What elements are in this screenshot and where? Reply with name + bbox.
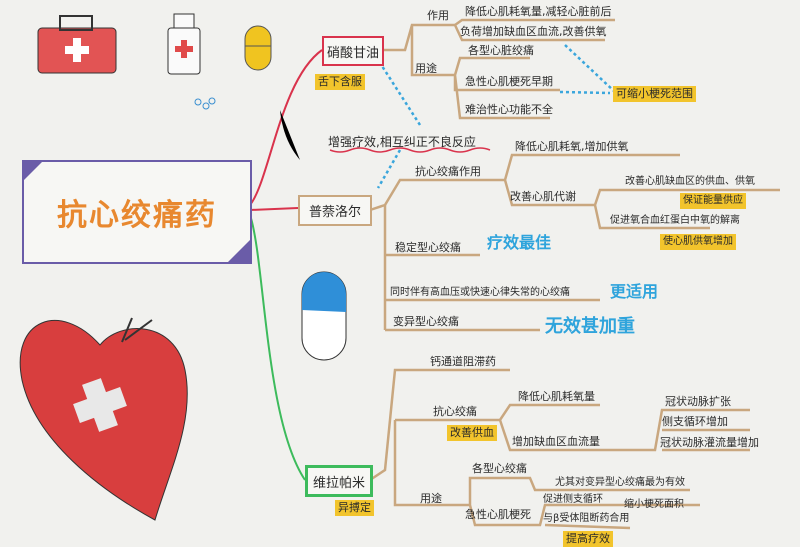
yellow-capsule-icon [244,25,272,71]
use-item: 同时伴有高血压或快速心律失常的心绞痛 [390,287,570,298]
use-item: 难治性心功能不全 [465,103,553,116]
use-item: 变异型心绞痛 [393,315,459,328]
anti-note: 改善供血 [447,425,497,441]
anti-item: 增加缺血区血流量 [512,435,600,448]
flow-item: 冠状动脉灌流量增加 [660,436,759,449]
metabolism-item: 促进氧合血红蛋白中氧的解离 [610,215,740,226]
use-detail: 促进侧支循环 [543,494,603,505]
use-item: 各型心绞痛 [472,462,527,475]
use-item: 急性心肌梗死 [465,508,531,521]
use-detail-note: 提高疗效 [563,531,613,547]
node-propranolol: 普萘洛尔 [298,195,372,226]
use-item: 急性心肌梗死早期 [465,75,553,88]
drug-class: 钙通道阻滞药 [430,355,496,368]
action-item: 改善心肌代谢 [510,190,576,203]
blue-white-capsule-icon [301,271,347,361]
central-topic: 抗心绞痛药 [22,160,252,264]
use-label: 用途 [420,492,442,505]
use-note: 无效甚加重 [545,316,635,337]
metabolism-item: 改善心肌缺血区的供血、供氧 [625,176,755,187]
flow-item: 冠状动脉扩张 [665,395,731,408]
metabolism-note: 使心肌供氧增加 [660,234,736,250]
corner-decoration [228,240,250,262]
action-item: 降低心肌耗氧,增加供氧 [515,140,629,153]
use-detail: 与β受体阻断药合用 [543,513,630,524]
bubbles-icon [194,97,216,110]
anti-item: 降低心肌耗氧量 [518,390,595,403]
use-note: 疗效最佳 [487,233,552,252]
heart-icon [19,317,188,521]
node-verapamil: 维拉帕米 [305,465,373,497]
node-label: 普萘洛尔 [308,205,361,220]
use-item: 各型心脏绞痛 [468,44,534,57]
medicine-bottle-icon [167,13,201,75]
anti-label: 抗心绞痛 [433,405,477,418]
effect-item: 负荷增加缺血区血流,改善供氧 [460,25,607,38]
use-note: 更适用 [610,282,659,301]
flow-item: 侧支循环增加 [662,415,728,428]
corner-decoration [22,160,44,182]
combination-note: 增强疗效,相互纠正不良反应 [328,135,476,149]
use-detail: 缩小梗死面积 [624,499,684,510]
node-nitroglycerin: 硝酸甘油 [322,36,384,66]
effect-label: 作用 [427,9,449,22]
node-label: 硝酸甘油 [326,45,379,61]
verapamil-alias: 异搏定 [335,500,374,516]
central-title: 抗心绞痛药 [57,198,217,233]
metabolism-note: 保证能量供应 [680,193,746,209]
use-note: 尤其对变异型心绞痛最为有效 [555,477,685,488]
node-label: 维拉帕米 [312,475,365,491]
use-label: 用途 [415,62,437,75]
first-aid-kit-icon [37,15,117,74]
use-item: 稳定型心绞痛 [395,241,461,254]
nitroglycerin-note: 可缩小梗死范围 [613,86,696,102]
action-label: 抗心绞痛作用 [415,165,481,178]
nitroglycerin-route: 舌下含服 [315,74,365,90]
effect-item: 降低心肌耗氧量,减轻心脏前后 [465,5,612,18]
